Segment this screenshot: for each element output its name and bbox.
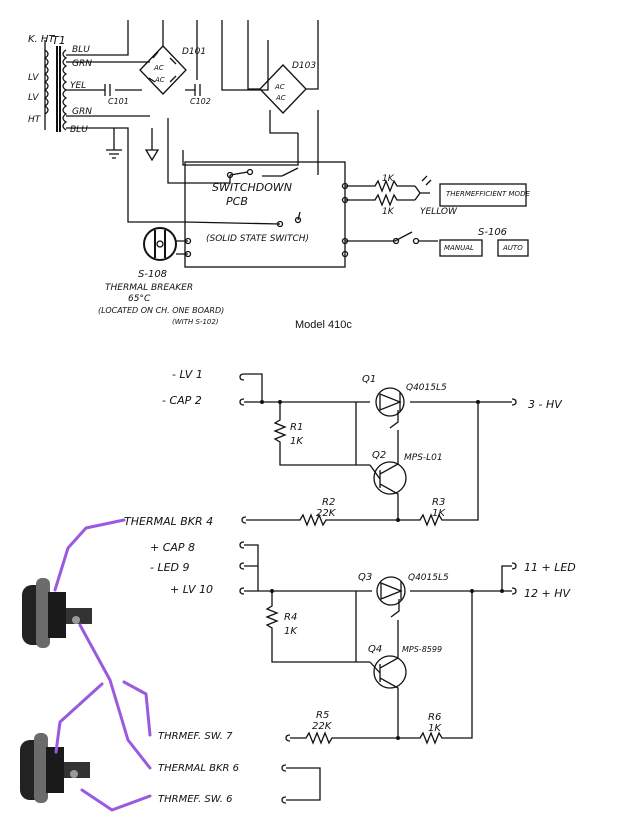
- circuit-upper: Q1 Q4015L5 R1 1K Q2 MPS-L01 R2 22K R3 1K: [239, 373, 517, 527]
- transformer-label-lv: LV: [28, 73, 39, 83]
- r5-label: R5: [316, 710, 329, 721]
- r6-value: 1K: [428, 723, 442, 734]
- r5-value: 22K: [312, 721, 333, 732]
- q1-label: Q1: [362, 374, 376, 385]
- pin-10-label: + LV 10: [170, 583, 213, 596]
- svg-text:AC: AC: [274, 83, 285, 91]
- breaker-line-3: (LOCATED ON CH. ONE BOARD): [98, 306, 224, 315]
- c102-label: C102: [190, 97, 211, 106]
- svg-text:AC: AC: [275, 94, 286, 102]
- q3-label: Q3: [358, 572, 372, 583]
- svg-text:AC: AC: [153, 64, 164, 72]
- r2-label: R2: [322, 497, 335, 508]
- model-label: Model 410c: [295, 319, 352, 331]
- transformer-secondary-coil: [62, 49, 68, 131]
- pin-1-label: - LV 1: [172, 368, 203, 381]
- r4-value: 1K: [284, 626, 298, 637]
- breaker-line-1: THERMAL BREAKER: [105, 283, 193, 293]
- bridge-d103: AC AC D103: [247, 20, 319, 114]
- yellow-label: YELLOW: [420, 207, 458, 217]
- pin-12-label: 12 + HV: [524, 587, 571, 600]
- solid-state-label: (SOLID STATE SWITCH): [206, 234, 309, 244]
- chassis-ground-symbol: [144, 128, 160, 162]
- thermal-breaker-s108: S-108 THERMAL BREAKER 65°C (LOCATED ON C…: [98, 227, 224, 326]
- pin-7-label: THRMEF. SW. 7: [158, 731, 233, 742]
- pin-8-label: + CAP 8: [150, 541, 195, 554]
- r2-value: 22K: [316, 508, 337, 519]
- tap-yel: YEL: [70, 81, 86, 91]
- transformer-primary-coil: [43, 49, 49, 115]
- pin-2-label: - CAP 2: [162, 394, 202, 407]
- pin-6b-label: THRMEF. SW. 6: [158, 794, 232, 805]
- pin-9-label: - LED 9: [150, 561, 190, 574]
- pin-3-label: 3 - HV: [528, 398, 563, 411]
- d101-label: D101: [182, 47, 206, 57]
- r1-label: R1: [290, 422, 303, 433]
- r-bot-value: 1K: [382, 207, 395, 217]
- resistor-bottom: [345, 193, 415, 207]
- pin-11-label: 11 + LED: [524, 561, 576, 574]
- ground-symbol: [106, 128, 122, 159]
- s106-label: S-106: [478, 227, 507, 238]
- tap-grn-2: GRN: [72, 107, 92, 117]
- q4-label: Q4: [368, 644, 382, 655]
- top-wiring: [66, 20, 319, 223]
- switch-s106: S-106 MANUAL AUTO: [345, 227, 529, 257]
- r4-label: R4: [284, 612, 297, 623]
- rocker-switch-lower: [20, 733, 90, 803]
- bridge-d101: AC AC D101: [139, 45, 206, 95]
- thermefficient-label: THERMEFFICIENT MODE: [446, 190, 530, 198]
- manual-box: [439, 239, 483, 257]
- q4-part: MPS-8599: [402, 645, 442, 654]
- transformer-ref: T1: [52, 34, 66, 47]
- transformer-label-kht: K. HT: [28, 34, 55, 45]
- r-top-value: 1K: [382, 174, 395, 184]
- r1-value: 1K: [290, 436, 304, 447]
- pin-labels: - LV 1 - CAP 2 3 - HV THERMAL BKR 4 + CA…: [124, 368, 576, 805]
- tap-blu-1: BLU: [72, 45, 90, 55]
- rocker-switch-upper: [22, 578, 92, 648]
- pin-6a-label: THERMAL BKR 6: [158, 763, 239, 774]
- r3-value: 1K: [432, 508, 446, 519]
- transformer-label-ht: HT: [28, 115, 42, 125]
- breaker-ref: S-108: [138, 269, 167, 280]
- tap-blu-2: BLU: [70, 125, 88, 135]
- q3-part: Q4015L5: [408, 573, 449, 583]
- pin-4-label: THERMAL BKR 4: [124, 515, 213, 528]
- annotation-wires: [53, 518, 152, 812]
- resistor-top: [345, 179, 415, 193]
- breaker-line-4: (WITH S-102): [172, 318, 219, 326]
- transformer-core: [56, 46, 61, 132]
- transformer-label-lv2: LV: [28, 93, 39, 103]
- transformer-t1: K. HT T1 LV LV HT BLU GRN YEL GRN BLU: [28, 34, 92, 135]
- pcb-title: SWITCHDOWN: [212, 181, 292, 194]
- svg-text:AC: AC: [154, 76, 165, 84]
- tap-grn-1: GRN: [72, 59, 92, 69]
- thermefficient-box: [439, 183, 527, 207]
- circuit-lower: Q3 Q4015L5 R4 1K Q4 MPS-8599 R5 22K R6 1…: [239, 541, 517, 804]
- breaker-line-2: 65°C: [128, 294, 151, 304]
- q2-part: MPS-L01: [404, 453, 443, 463]
- q2-label: Q2: [372, 450, 386, 461]
- auto-box: [497, 239, 529, 257]
- r3-label: R3: [432, 497, 445, 508]
- switchdown-pcb: SWITCHDOWN PCB (SOLID STATE SWITCH): [184, 161, 349, 268]
- d103-label: D103: [292, 61, 316, 71]
- r6-label: R6: [428, 712, 441, 723]
- q1-part: Q4015L5: [406, 383, 447, 393]
- thermefficient-leds: 1K 1K YELLOW THERMEFFICIENT MODE: [345, 174, 530, 217]
- manual-label: MANUAL: [444, 244, 474, 252]
- pcb-subtitle: PCB: [226, 195, 248, 208]
- c101-label: C101: [108, 97, 129, 106]
- auto-label: AUTO: [502, 244, 523, 252]
